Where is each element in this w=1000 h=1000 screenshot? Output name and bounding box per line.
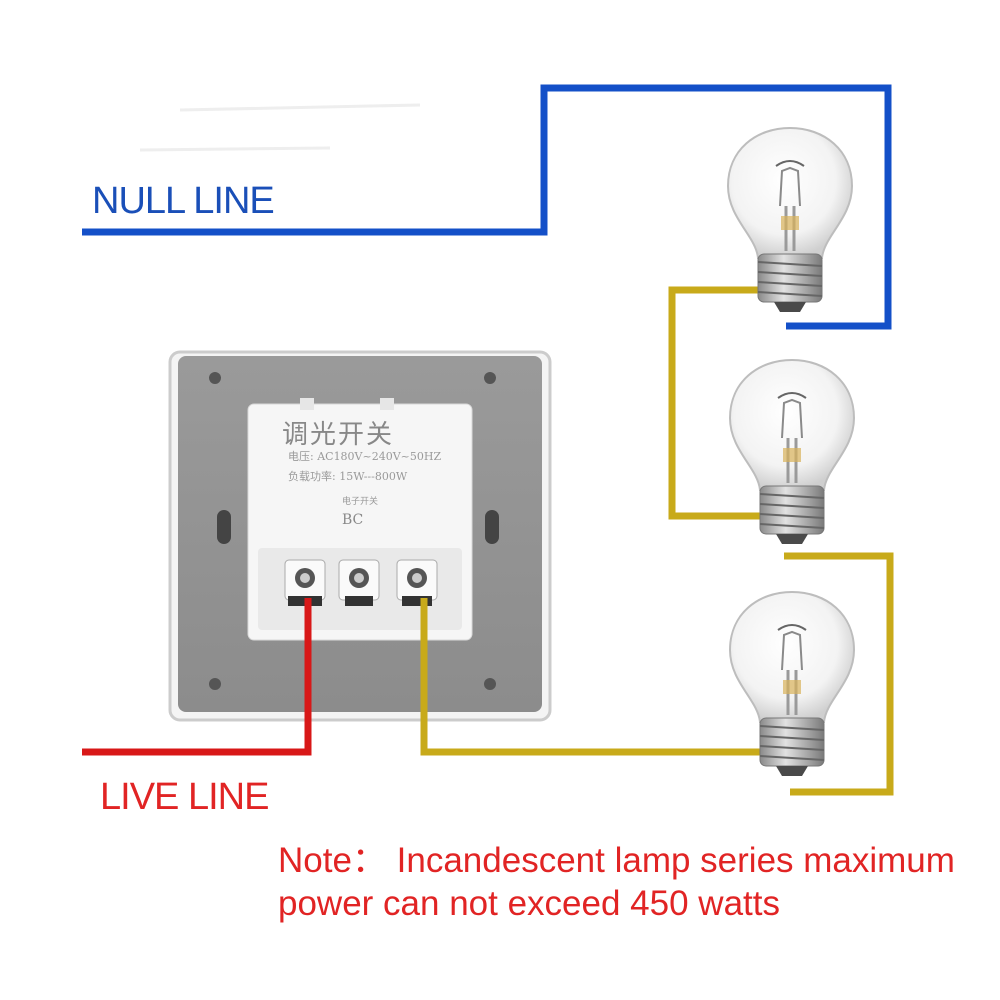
load-wire-switch-to-bulb-3	[420, 598, 770, 756]
bulb-1	[726, 126, 854, 314]
switch-model-label: BC	[342, 512, 364, 528]
load-wire-bulb-3-to-bulb-2	[784, 552, 894, 796]
switch-load-spec: 负载功率: 15W---800W	[288, 470, 408, 483]
null-line-label: NULL LINE	[92, 180, 275, 222]
live-line-label: LIVE LINE	[100, 776, 269, 818]
dimmer-switch-plate	[168, 350, 552, 722]
background-wisps	[139, 103, 421, 152]
switch-title: 调光开关	[282, 420, 395, 450]
switch-voltage-spec: 电压: AC180V~240V~50HZ	[288, 450, 442, 463]
switch-small-label: 电子开关	[342, 497, 379, 507]
note-line-1: Note： Incandescent lamp series maximum	[278, 841, 955, 880]
note-line-2: power can not exceed 450 watts	[278, 884, 780, 923]
null-wire	[82, 84, 892, 330]
bulb-3	[728, 590, 856, 778]
load-wire-bulb-2-to-bulb-1	[668, 286, 770, 520]
live-wire	[82, 598, 312, 756]
